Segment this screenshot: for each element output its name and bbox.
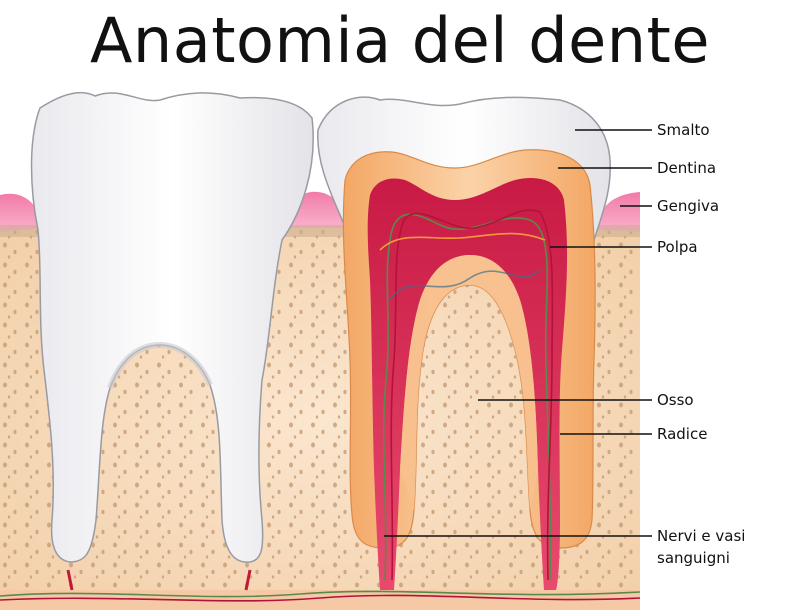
label-gum: Gengiva	[657, 197, 720, 215]
label-dentin: Dentina	[657, 159, 717, 177]
label-nerves-line2: sanguigni	[657, 549, 730, 567]
right-molar-cross-section	[0, 96, 641, 602]
label-enamel: Smalto	[657, 121, 710, 139]
nerves-and-vessels	[0, 209, 641, 602]
label-root: Radice	[657, 425, 708, 443]
diagram-title: Anatomia del dente	[90, 4, 710, 77]
label-pulp: Polpa	[657, 238, 698, 256]
label-bone: Osso	[657, 391, 694, 409]
leader-lines	[384, 129, 652, 537]
label-nerves-line1: Nervi e vasi	[657, 527, 746, 545]
left-molar	[30, 91, 314, 591]
pulp-chamber	[367, 178, 568, 590]
